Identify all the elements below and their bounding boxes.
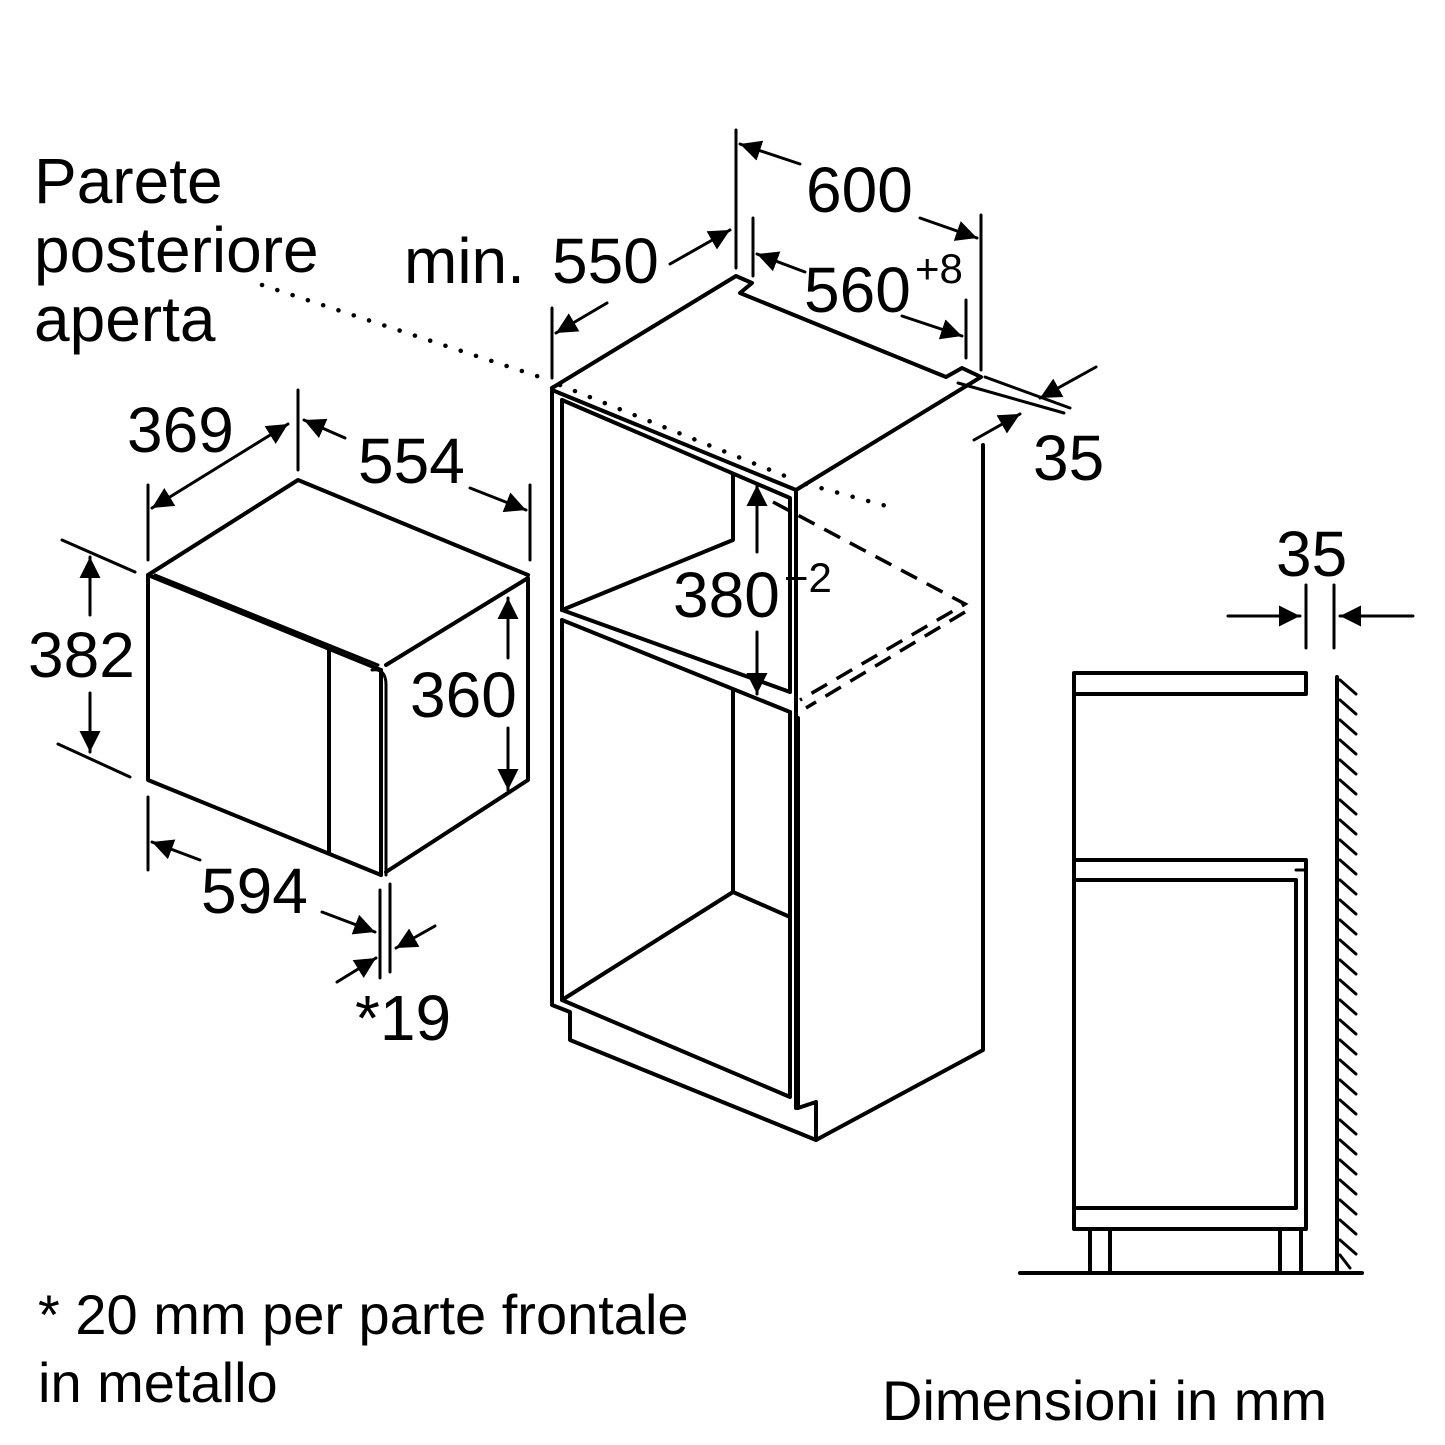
niche-width-value: 560 xyxy=(804,254,911,326)
front-thickness-label: *19 xyxy=(355,982,451,1054)
units-label: Dimensioni in mm xyxy=(882,1369,1327,1432)
footnote: * 20 mm per parte frontale in metallo xyxy=(38,1283,689,1414)
appliance-total-height-label: 382 xyxy=(28,619,135,691)
footnote-line-1: * 20 mm per parte frontale xyxy=(38,1283,689,1346)
footnote-line-2: in metallo xyxy=(38,1351,278,1414)
wall-gap-label: 35 xyxy=(1276,518,1347,590)
niche-width-tolerance: +8 xyxy=(915,245,963,292)
side-panel-thickness-label: 35 xyxy=(1033,422,1104,494)
min-depth-value: 550 xyxy=(552,225,659,297)
open-back-wall-line-3: aperta xyxy=(34,283,216,355)
cabinet-width-label: 600 xyxy=(806,154,913,226)
appliance-body-height-label: 360 xyxy=(410,659,517,731)
appliance-front-width-label: 594 xyxy=(201,855,308,927)
side-section-drawing xyxy=(1018,583,1415,1275)
open-back-wall-line-2: posteriore xyxy=(34,214,319,286)
cabinet-drawing xyxy=(259,128,1098,1142)
appliance-body-width-label: 554 xyxy=(358,425,465,497)
appliance-depth-label: 369 xyxy=(127,394,234,466)
niche-height-value: 380 xyxy=(673,559,780,631)
niche-height-tolerance: +2 xyxy=(784,554,832,601)
min-depth-prefix: min. xyxy=(404,225,525,297)
wall-hatching xyxy=(1338,678,1358,1270)
appliance-drawing xyxy=(56,388,532,984)
open-back-wall-line-1: Parete xyxy=(34,145,223,217)
open-back-wall-label: Parete posteriore aperta xyxy=(34,145,319,355)
